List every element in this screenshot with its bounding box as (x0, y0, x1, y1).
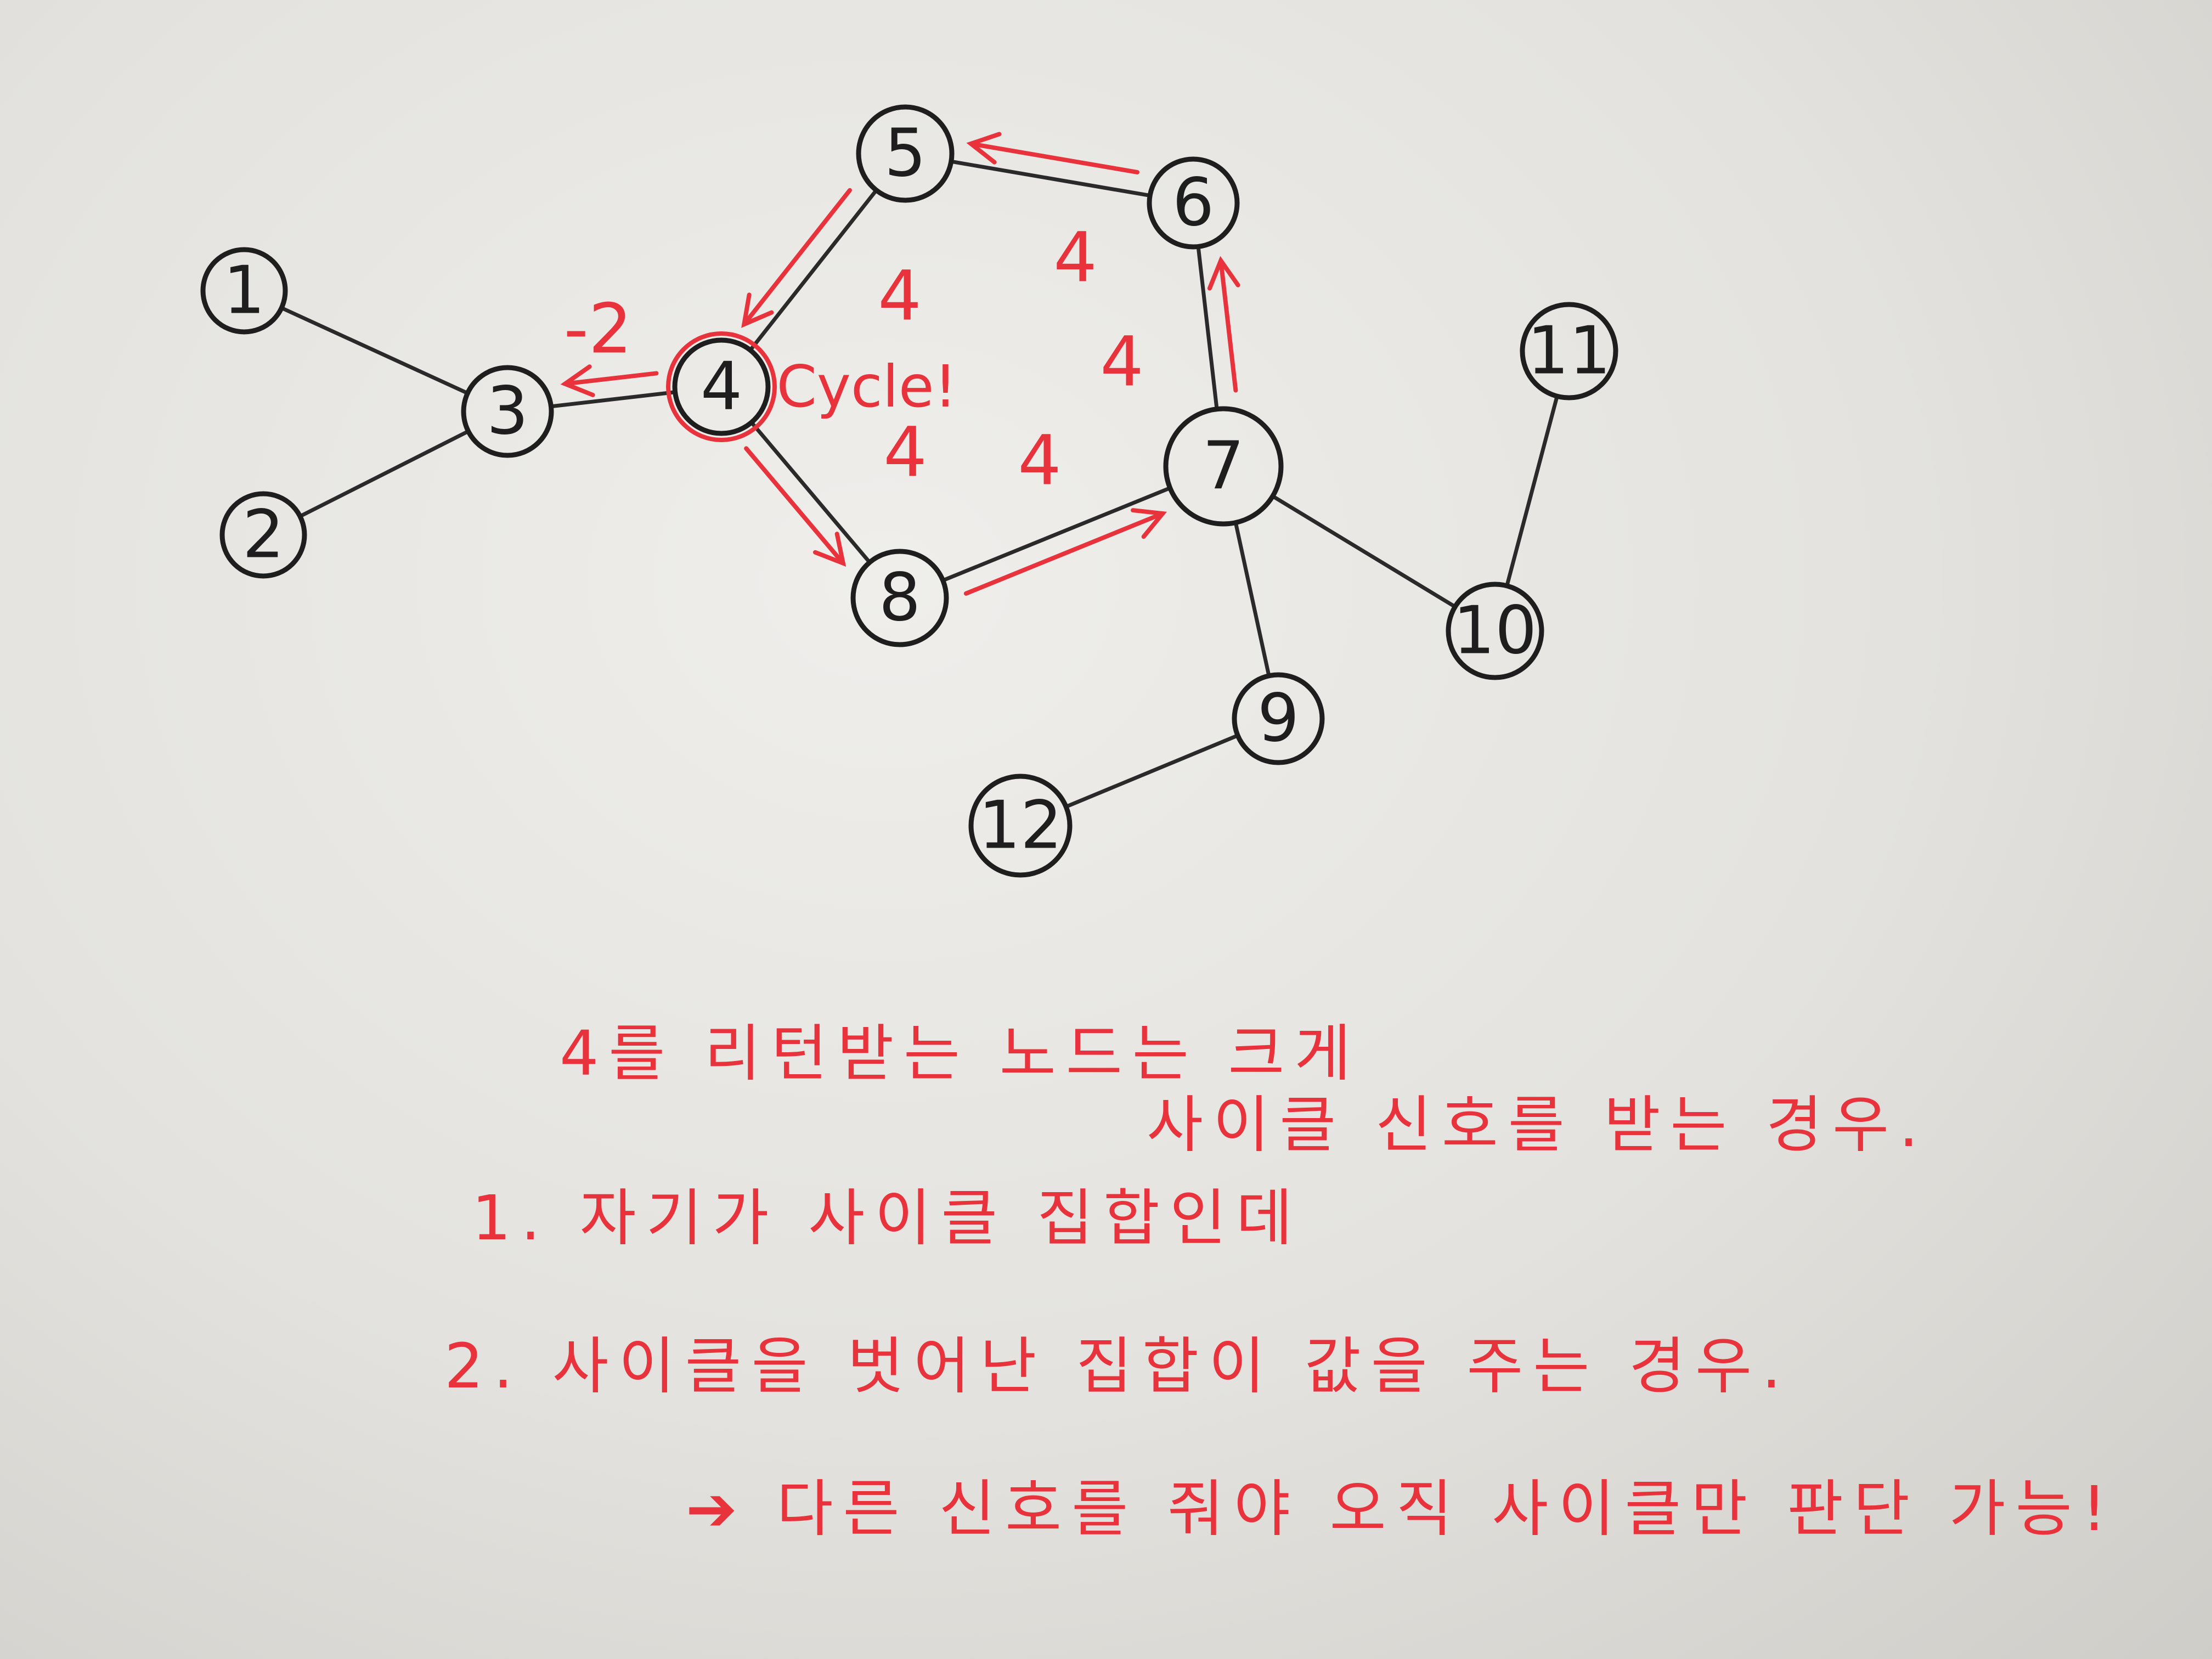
return-arrow-6-5: 4 (966, 132, 1140, 298)
node-circle (672, 337, 771, 436)
arrow-shaft (968, 141, 1140, 174)
return-arrow-5-4: 4 (741, 188, 922, 336)
return-value-label: 4 (1053, 218, 1097, 298)
note-line-3: 1. 자기가 사이클 집합인데 (472, 1183, 1303, 1254)
arrow-head (966, 132, 1002, 165)
node-label: 6 (1172, 165, 1214, 241)
node-3: 3 (461, 365, 554, 458)
node-12: 12 (968, 774, 1073, 878)
node-9: 9 (1232, 672, 1325, 765)
edge-8-7 (941, 486, 1172, 583)
cycle-label: Cycle! (776, 353, 957, 420)
node-label: 11 (1527, 313, 1611, 390)
arrow-shaft (562, 371, 659, 386)
arrow-head (560, 364, 595, 397)
node-circle (1520, 302, 1618, 400)
node-label: 7 (1203, 428, 1244, 505)
node-4: 4 (672, 337, 771, 436)
node-circle (850, 549, 949, 647)
edge-7-10 (1271, 494, 1457, 609)
return-value-label: 4 (1018, 421, 1062, 501)
note-line-4: 2. 사이클을 벗어난 집합이 값을 주는 경우. (444, 1331, 1791, 1402)
note-line-2: 사이클 신호를 받는 경우. (1147, 1090, 1928, 1161)
arrow-shaft (742, 188, 852, 327)
node-circle (1446, 582, 1544, 680)
node-label: 2 (242, 497, 284, 573)
note-line-1: 4를 리턴받는 노드는 크게 (560, 1018, 1361, 1090)
node-circle (1163, 406, 1284, 527)
node-circle (461, 365, 554, 458)
node-11: 11 (1520, 302, 1618, 400)
return-value-label: 4 (883, 413, 927, 493)
return-value-label: -2 (564, 290, 633, 369)
node-label: 9 (1257, 681, 1299, 757)
node-label: 8 (879, 560, 921, 636)
arrow-head (1207, 256, 1240, 291)
node-8: 8 (850, 549, 949, 647)
edge-3-4 (549, 390, 678, 409)
arrow-head (812, 532, 847, 567)
return-arrow-7-6: 4 (1100, 256, 1240, 402)
edge-6-7 (1196, 244, 1219, 411)
node-circle (856, 104, 955, 203)
edge-4-5 (748, 188, 878, 352)
node-circle (219, 491, 307, 579)
node-circle (968, 774, 1073, 878)
edge-4-8 (749, 420, 872, 565)
return-value-label: 4 (878, 257, 922, 336)
node-2: 2 (219, 491, 307, 579)
node-label: 10 (1453, 593, 1537, 669)
arrow-head (1131, 508, 1167, 539)
node-label: 5 (884, 116, 926, 192)
node-label: 1 (223, 253, 265, 329)
node-circle (1232, 672, 1325, 765)
node-circle (200, 247, 288, 335)
edge-7-9 (1233, 521, 1271, 678)
cycle-start-highlight (666, 331, 777, 442)
note-line-5: ➔ 다른 신호를 줘야 오직 사이클만 판단 가능! (686, 1474, 2117, 1545)
node-1: 1 (200, 247, 288, 335)
node-7: 7 (1163, 406, 1284, 527)
node-label: 3 (487, 374, 528, 450)
node-label: 4 (701, 349, 742, 425)
return-value-label: 4 (1100, 323, 1144, 402)
node-6: 6 (1147, 156, 1240, 250)
return-arrow-8-7: 4 (963, 421, 1167, 596)
return-arrow-4-3: -2 (560, 290, 659, 397)
edges-layer (279, 159, 1559, 809)
arrow-shaft (963, 511, 1165, 596)
arrow-head (741, 292, 774, 328)
node-circle (1147, 156, 1240, 250)
arrow-shaft (1218, 258, 1238, 393)
node-10: 10 (1446, 582, 1544, 680)
edge-5-6 (949, 159, 1152, 198)
arrow-shaft (744, 446, 845, 566)
node-label: 12 (979, 788, 1063, 864)
edge-1-3 (279, 306, 470, 396)
node-5: 5 (856, 104, 955, 203)
edge-9-12 (1064, 733, 1240, 809)
return-arrow-4-8: 4 (744, 413, 927, 567)
edge-2-3 (298, 429, 471, 518)
edge-10-11 (1505, 394, 1559, 588)
